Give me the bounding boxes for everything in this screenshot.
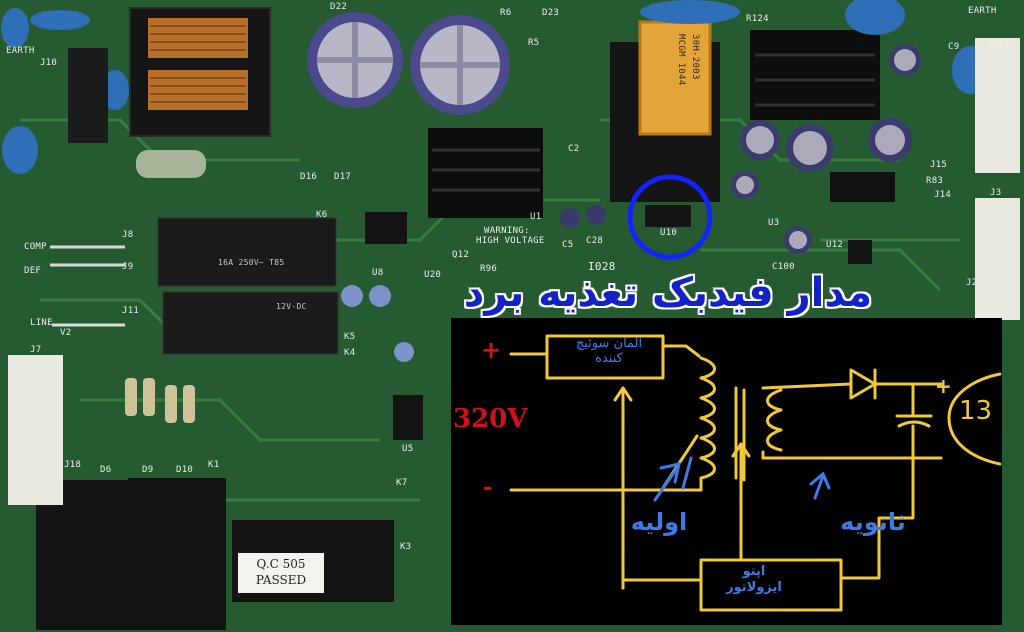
silk-u5: U5 [402,444,414,454]
qc-passed-sticker: Q.C 505 PASSED [238,553,324,593]
opto-isolator-label: اپتو ایزولاتور [699,564,809,596]
silk-d16: D16 [300,172,318,182]
silk-j13: J13 [986,40,1004,50]
silk-earth-left: EARTH [6,46,35,56]
primary-winding [699,356,716,480]
relay-label-1: 16A 250V~ T85 [218,258,285,267]
transformer-text-1: 30H-2003 [690,34,700,80]
silk-c2: C2 [568,144,580,154]
switch-element-label: المان سوئیچ کننده [549,336,669,366]
silk-c5: C5 [562,240,574,250]
silk-u20: U20 [424,270,442,280]
connector-white [8,355,63,505]
silk-u3: U3 [768,218,780,228]
ic-chip [365,212,407,244]
silk-k4: K4 [344,348,356,358]
silk-d17: D17 [334,172,352,182]
silk-code: I028 [588,260,616,273]
qc-line-2: PASSED [255,573,307,587]
silk-j2: J2 [966,278,978,288]
silk-k1: K1 [208,460,220,470]
silk-j7: J7 [30,345,42,355]
switch-label-line-1: المان سوئیچ [575,336,643,351]
connector-white [975,38,1020,173]
silk-d10: D10 [176,465,194,475]
opto-label-line-1: اپتو [742,564,766,579]
qc-line-1: Q.C 505 [256,557,306,571]
silk-d9: D9 [142,465,154,475]
capacitor-blue [2,126,38,174]
input-plus: + [481,336,502,364]
secondary-winding [766,388,783,452]
silk-high-voltage: HIGH VOLTAGE [476,236,545,246]
opto-label-line-2: ایزولاتور [726,580,782,595]
silk-j10: J10 [40,58,58,68]
diagram-drawing [509,334,1002,612]
resistor [136,150,206,178]
silk-d22: D22 [330,2,348,12]
silk-q12: Q12 [452,250,470,260]
output-plus: + [935,374,952,398]
silk-r96: R96 [480,264,498,274]
silk-u1: U1 [530,212,542,222]
relay [128,478,226,630]
feedback-circuit-diagram: + - 320V المان سوئیچ کننده اولیه ثانویه … [451,318,1002,625]
silk-j14: J14 [934,190,952,200]
switch-label-line-2: کننده [595,351,623,366]
capacitor-blue [1,8,29,48]
silk-r5: R5 [528,38,540,48]
ic-chip [645,205,691,227]
diode [849,368,877,400]
component-block [68,48,108,143]
primary-label: اولیه [630,508,688,536]
silk-k7: K7 [396,478,408,488]
silk-k6: K6 [316,210,328,220]
relay [157,217,337,287]
secondary-label: ثانویه [840,508,906,536]
relay-label-2: 12V-DC [276,302,307,311]
input-minus: - [483,476,493,501]
capacitor-blue [30,10,90,30]
silk-d23: D23 [542,8,560,18]
silk-c100: C100 [772,262,795,272]
switch-element-box [545,334,665,380]
silk-k3: K3 [400,542,412,552]
silk-r124: R124 [746,14,769,24]
silk-def: DEF [24,266,42,276]
silk-u8: U8 [372,268,384,278]
transformer-text-2: MCGM 1044 [676,34,686,86]
relay [162,291,339,355]
output-number: 13 [959,396,993,426]
silk-j9: J9 [122,262,134,272]
silk-j11: J11 [122,306,140,316]
page-title: مدار فیدبک تغذیه برد [463,270,873,316]
silk-c9: C9 [948,42,960,52]
silk-warning: WARNING: [484,226,530,236]
ic-chip [393,395,423,440]
ic-chip [848,240,872,264]
voltage-label: 320V [453,404,528,434]
silk-j15: J15 [930,160,948,170]
connector-white [975,198,1020,338]
silk-comp: COMP [24,242,47,252]
silk-j18: J18 [64,460,82,470]
silk-u12: U12 [826,240,844,250]
silk-u10: U10 [660,228,678,238]
opto-isolator-box [699,558,843,612]
silk-r83: R83 [926,176,944,186]
heatsink [428,128,543,218]
silk-d6: D6 [100,465,112,475]
silk-j8: J8 [122,230,134,240]
highlight-circle [627,174,713,260]
silk-r6: R6 [500,8,512,18]
silk-j3: J3 [990,188,1002,198]
silk-line: LINE [30,318,53,328]
silk-c28: C28 [586,236,604,246]
silk-v2: V2 [60,328,72,338]
silk-k5: K5 [344,332,356,342]
silk-earth-right: EARTH [968,6,997,16]
